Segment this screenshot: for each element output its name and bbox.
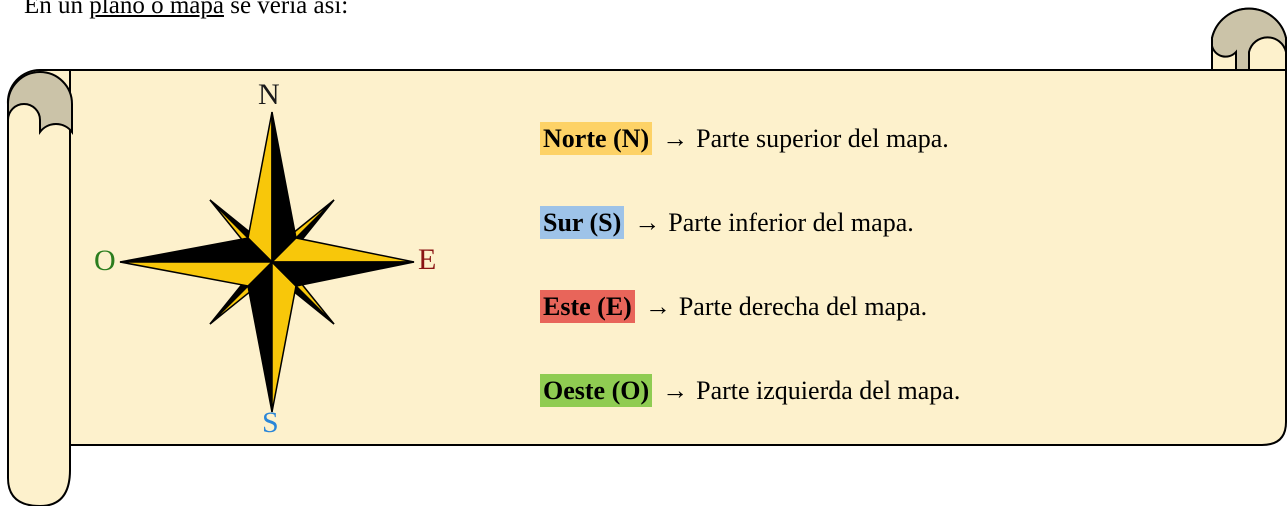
- legend-text-south: Parte inferior del mapa.: [668, 207, 914, 237]
- intro-prefix: En un: [24, 0, 90, 19]
- legend-text-east: Parte derecha del mapa.: [678, 291, 928, 321]
- compass-label-south: S: [262, 406, 279, 439]
- legend-tag-west: Oeste (O): [540, 374, 653, 407]
- scroll-right-curl: [1211, 7, 1287, 71]
- intro-text: En un plano o mapa se vería así:: [24, 0, 348, 20]
- compass-label-west: O: [94, 244, 116, 277]
- legend-text-west: Parte izquierda del mapa.: [696, 375, 961, 405]
- compass-rose: [119, 111, 415, 413]
- arrow-right-icon: →: [634, 207, 661, 237]
- intro-underlined-phrase: plano o mapa: [89, 0, 224, 19]
- scroll-left-curl: [7, 71, 73, 135]
- legend-row-north: Norte (N) → Parte superior del mapa.: [540, 122, 960, 155]
- legend-row-south: Sur (S) → Parte inferior del mapa.: [540, 206, 960, 239]
- scroll-left-roll: [6, 68, 71, 506]
- intro-suffix: se vería así:: [223, 0, 349, 19]
- legend-tag-east: Este (E): [540, 290, 635, 323]
- compass-cardinals: [119, 111, 415, 413]
- compass-point-east-bottom: [270, 261, 415, 287]
- compass-label-east: E: [418, 243, 437, 276]
- legend-text-north: Parte superior del mapa.: [696, 123, 949, 153]
- compass-label-north: N: [258, 78, 280, 111]
- legend-row-east: Este (E) → Parte derecha del mapa.: [540, 290, 960, 323]
- compass-point-west-bottom: [119, 261, 274, 287]
- direction-legend: Norte (N) → Parte superior del mapa. Sur…: [540, 122, 960, 458]
- arrow-right-icon: →: [644, 291, 671, 321]
- legend-tag-north: Norte (N): [540, 122, 653, 155]
- arrow-right-icon: →: [662, 123, 689, 153]
- legend-tag-south: Sur (S): [540, 206, 625, 239]
- scroll-sheet: [69, 69, 1287, 446]
- arrow-right-icon: →: [662, 375, 689, 405]
- legend-row-west: Oeste (O) → Parte izquierda del mapa.: [540, 374, 960, 407]
